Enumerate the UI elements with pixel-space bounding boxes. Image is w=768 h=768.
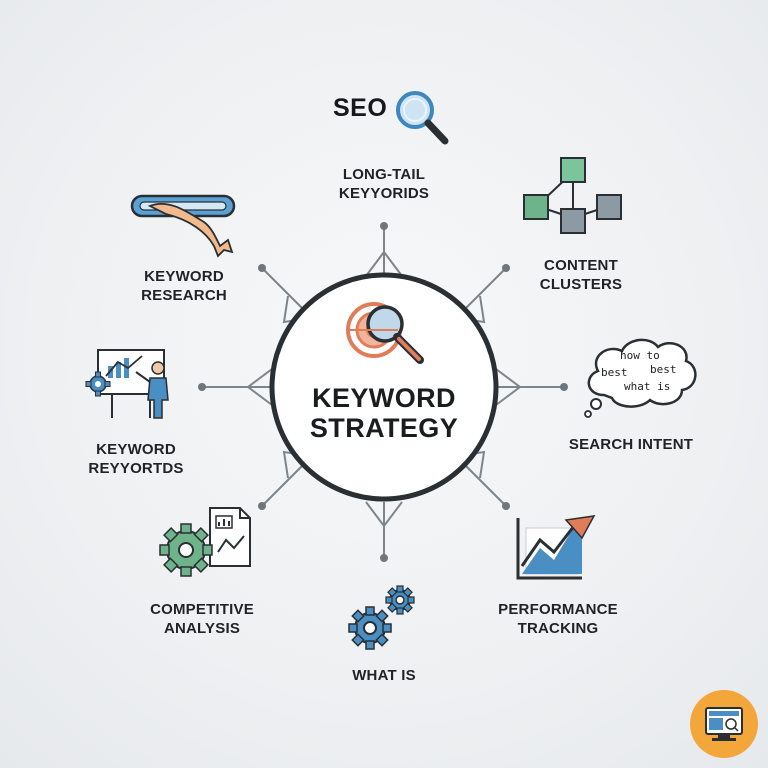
node-keyword-reports-line1: KEYWORD (96, 441, 176, 458)
node-competitive-analysis: COMPETITIVE ANALYSIS (150, 600, 254, 638)
hub-circle (269, 272, 499, 502)
node-long-tail-keywords: LONG-TAIL KEYYORIDS (339, 165, 429, 203)
node-content-clusters: CONTENT CLUSTERS (540, 256, 622, 294)
node-search-intent-line1: SEARCH INTENT (568, 436, 694, 453)
node-long-tail-line2: KEYYORIDS (338, 185, 430, 202)
bubble-text-what-is: what is (624, 380, 670, 393)
bubble-text-best-left: best (601, 366, 628, 379)
connector-dots (198, 222, 568, 562)
pencil-ribbon-icon (130, 194, 236, 258)
presenter-board-icon (85, 349, 169, 419)
hub-title: KEYWORD STRATEGY (310, 383, 458, 443)
node-keyword-reports: KEYWORD REYYORTDS (88, 440, 183, 478)
gear-document-icon (159, 507, 251, 577)
hub-title-line1: KEYWORD (312, 383, 456, 413)
node-search-intent: SEARCH INTENT (569, 435, 693, 454)
node-long-tail-line1: LONG-TAIL (342, 166, 426, 183)
node-content-clusters-line1: CONTENT (544, 257, 618, 274)
node-performance-tracking: PERFORMANCE TRACKING (498, 600, 618, 638)
bubble-text-best-right: best (650, 363, 677, 376)
node-competitive-analysis-line2: ANALYSIS (163, 620, 241, 637)
node-keyword-research-line2: RESEARCH (141, 287, 227, 304)
bubble-text-how-to: how to (620, 349, 660, 362)
node-what-is-line1: WHAT IS (352, 667, 416, 684)
hub-title-line2: STRATEGY (309, 413, 459, 443)
node-content-clusters-line2: CLUSTERS (539, 276, 623, 293)
monitor-badge-icon[interactable] (690, 690, 758, 758)
target-magnifier-icon (346, 302, 424, 364)
node-keyword-reports-line2: REYYORTDS (88, 460, 184, 477)
network-cubes-icon (523, 157, 622, 234)
seo-title: SEO (333, 94, 388, 122)
node-performance-tracking-line1: PERFORMANCE (498, 601, 618, 618)
thought-bubble-icon: how to best best what is (584, 338, 697, 418)
node-keyword-research: KEYWORD RESEARCH (141, 267, 227, 305)
growth-chart-icon (516, 515, 596, 580)
node-keyword-research-line1: KEYWORD (144, 268, 224, 285)
node-performance-tracking-line2: TRACKING (517, 620, 599, 637)
node-what-is: WHAT IS (352, 666, 416, 685)
node-competitive-analysis-line1: COMPETITIVE (150, 601, 254, 618)
gears-icon (348, 585, 415, 650)
magnifier-icon (396, 91, 449, 145)
